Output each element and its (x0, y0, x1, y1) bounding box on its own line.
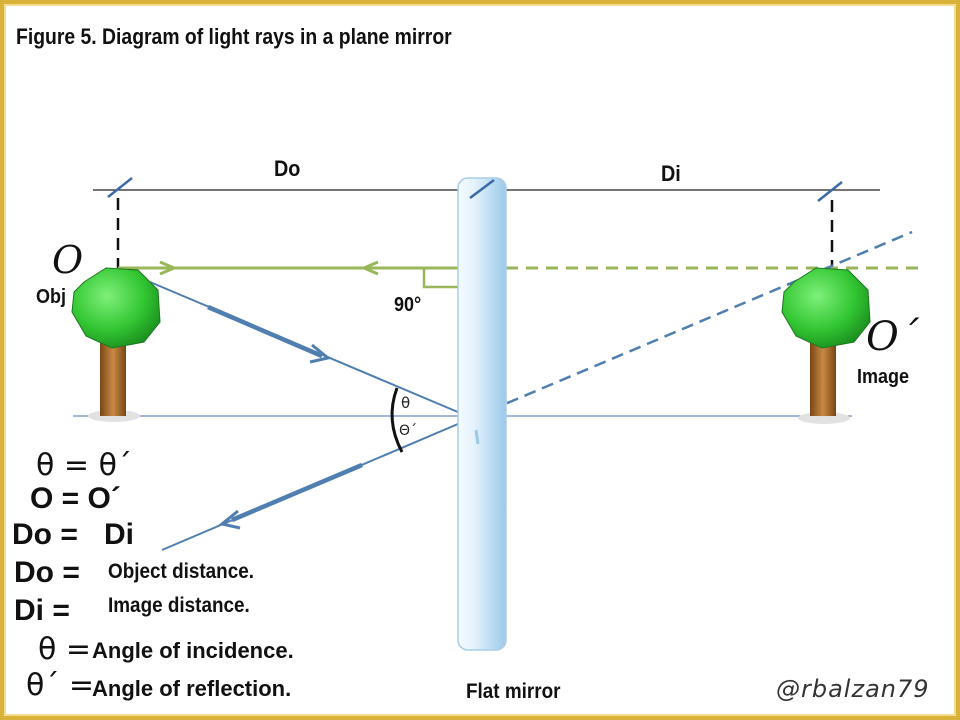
definition-theta-term: θ = (38, 632, 92, 667)
reflected-ray-highlight (231, 462, 363, 523)
equation-di-right: Di (104, 518, 134, 551)
definition-do-term: Do = (14, 556, 80, 589)
equation-o: O = O´ (30, 482, 121, 515)
flat-mirror (457, 177, 507, 651)
right-angle-marker (422, 268, 458, 289)
definition-di-term: Di = (14, 594, 70, 627)
mirror-reflection-point-mark (474, 429, 480, 445)
object-tree (71, 267, 161, 422)
normal-ray-arrow-right (159, 260, 178, 276)
definition-di-text: Image distance. (108, 594, 250, 617)
normal-ray-arrow-left (360, 260, 379, 276)
equation-theta: θ = θ´ (36, 448, 132, 483)
equation-do-left: Do = (12, 518, 78, 551)
mirror-tick (469, 179, 495, 199)
label-di: Di (661, 161, 681, 186)
dimension-tick-left (107, 177, 133, 198)
figure-title: Figure 5. Diagram of light rays in a pla… (16, 24, 452, 49)
incident-ray-arrow (309, 343, 332, 364)
incident-ray-highlight (207, 304, 323, 359)
label-image: Image (857, 366, 910, 388)
definition-theta-prime-term: θ´ = (26, 668, 95, 703)
virtual-ray (471, 230, 913, 420)
image-tree (781, 267, 871, 424)
label-do: Do (274, 156, 301, 181)
label-flat-mirror: Flat mirror (466, 680, 561, 703)
label-image-letter: O´ (866, 314, 919, 360)
dimension-tick-right (817, 181, 843, 202)
angle-arc (390, 387, 404, 453)
label-right-angle: 90° (394, 294, 422, 316)
label-theta-prime: Θ´ (399, 423, 418, 439)
definition-theta-text: Angle of incidence. (92, 638, 294, 663)
definition-theta-prime-text: Angle of reflection. (92, 676, 292, 701)
reflected-ray-arrow (218, 509, 241, 530)
label-obj: Obj (36, 286, 67, 308)
definition-do-text: Object distance. (108, 560, 254, 583)
author-credit: @rbalzan79 (776, 675, 930, 703)
label-theta: θ (401, 394, 411, 412)
label-object-letter: O (52, 238, 84, 282)
